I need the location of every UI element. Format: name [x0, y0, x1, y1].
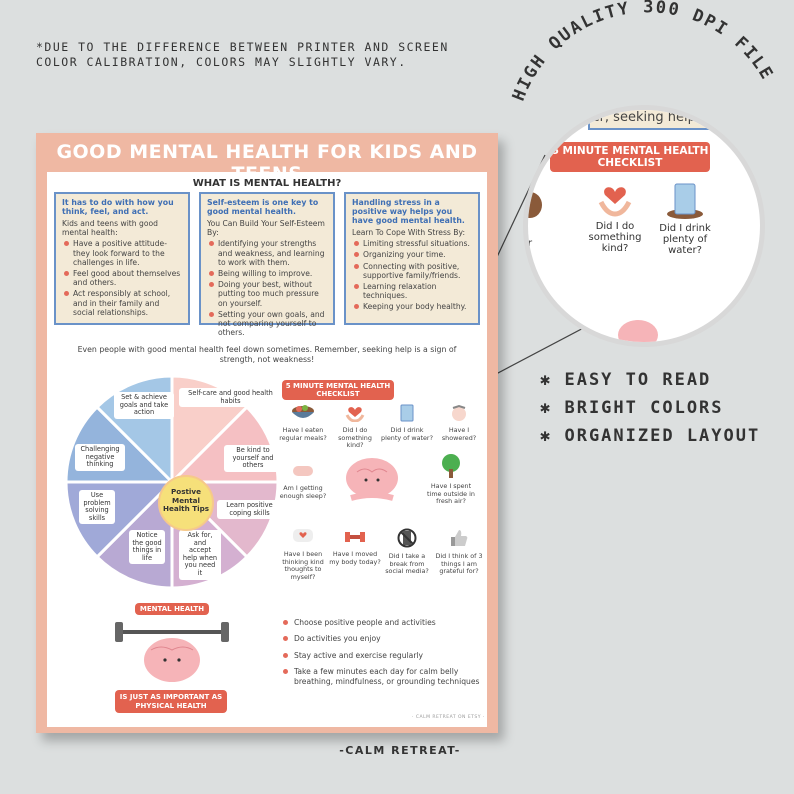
section-heading: WHAT IS MENTAL HEALTH?	[192, 178, 342, 189]
wheel-label: Self-care and good health habits	[179, 388, 282, 408]
disclaimer-line-2: COLOR CALIBRATION, COLORS MAY SLIGHTLY V…	[36, 55, 407, 69]
heart-hands-icon	[345, 407, 365, 423]
wheel-label: Ask for, and accept help when you need i…	[179, 530, 221, 580]
info-box-stress: Handling stress in a positive way helps …	[344, 192, 480, 325]
checklist-title: 5 MINUTE MENTAL HEALTH CHECKLIST	[282, 380, 394, 400]
box-item: Keeping your body healthy.	[354, 302, 472, 311]
meditating-brain-icon	[337, 452, 407, 512]
wheel-label: Set & achieve goals and take action	[114, 392, 174, 419]
tip-item: Stay active and exercise regularly	[283, 651, 483, 660]
wheel-center: Postive Mental Health Tips	[158, 475, 214, 531]
box-item: Feel good about themselves and others.	[64, 269, 181, 288]
wheel-label: Challenging negative thinking	[75, 444, 125, 471]
zoom-checklist-item: Did I drink plenty of water?	[650, 182, 720, 256]
no-phone-icon	[397, 528, 417, 548]
tip-item: Choose positive people and activities	[283, 618, 483, 627]
brand-name: -CALM RETREAT-	[339, 744, 461, 757]
box-item: Connecting with positive, supportive fam…	[354, 262, 472, 280]
tree-icon	[442, 454, 460, 478]
zoom-bowl-icon	[528, 192, 542, 218]
feature-organized-layout: ✱ ORGANIZED LAYOUT	[540, 426, 761, 446]
box-item: Setting your own goals, and not comparin…	[209, 310, 327, 338]
checklist-item: Have I moved my body today?	[329, 528, 381, 566]
box-heading: Handling stress in a positive way helps …	[352, 198, 465, 225]
box-item: Organizing your time.	[354, 250, 472, 259]
zoom-detail-circle: emember, seeking help is a 5 MINUTE MENT…	[523, 105, 765, 347]
checklist-item: Am I getting enough sleep?	[277, 462, 329, 500]
feature-bright-colors: ✱ BRIGHT COLORS	[540, 398, 724, 418]
zoom-checklist-item: Did I do something kind?	[580, 182, 650, 254]
zoom-checklist-title: 5 MINUTE MENTAL HEALTH CHECKLIST	[550, 142, 710, 172]
brain-lifting-icon	[115, 622, 229, 682]
box-item: Limiting stressful situations.	[354, 239, 472, 248]
box-item: Doing your best, without putting too muc…	[209, 280, 327, 308]
box-intro: You Can Build Your Self-Esteem By:	[207, 219, 325, 238]
checklist-text: Am I getting enough sleep?	[279, 484, 327, 500]
info-box-mental-health: It has to do with how you think, feel, a…	[54, 192, 190, 325]
poster-content: WHAT IS MENTAL HEALTH? It has to do with…	[47, 172, 487, 727]
box-item: Learning relaxation techniques.	[354, 282, 472, 300]
sleep-mask-icon	[293, 466, 313, 476]
checklist-item: Have I been thinking kind thoughts to my…	[277, 528, 329, 581]
disclaimer-line-1: *DUE TO THE DIFFERENCE BETWEEN PRINTER A…	[36, 40, 449, 54]
arc-headline: HIGH QUALITY 300 DPI FILE	[509, 0, 775, 104]
box-intro: Kids and teens with good mental health:	[62, 219, 158, 238]
zoom-brain-icon	[618, 320, 658, 342]
checklist-text: Have I showered?	[441, 426, 477, 442]
checklist-text: Have I been thinking kind thoughts to my…	[282, 550, 324, 581]
dumbbell-icon	[345, 532, 365, 542]
box-item: Have a positive attitude- they look forw…	[64, 239, 182, 267]
thumbs-up-icon	[451, 530, 468, 546]
box-heading: Self-esteem is one key to good mental he…	[207, 198, 319, 216]
box-item: Identifying your strengths and weakness,…	[209, 239, 327, 267]
tips-list: Choose positive people and activities Do…	[283, 618, 483, 693]
poster-footer: · CALM RETREAT ON ETSY ·	[412, 715, 485, 720]
checklist-item: Have I showered?	[433, 404, 485, 442]
box-item: Act responsibly at school, and in their …	[64, 289, 182, 317]
poster: GOOD MENTAL HEALTH FOR KIDS AND TEENS WH…	[36, 133, 498, 733]
help-note: Even people with good mental health feel…	[77, 345, 457, 364]
wheel-label: Be kind to yourself and others	[224, 445, 282, 472]
box-heading: It has to do with how you think, feel, a…	[62, 198, 174, 216]
checklist-item: Did I drink plenty of water?	[381, 404, 433, 442]
checklist-text: Have I eaten regular meals?	[279, 426, 327, 442]
checklist-grid: Have I eaten regular meals? Did I do som…	[277, 404, 487, 604]
zoom-checklist-text: Did I do something kind?	[588, 221, 642, 254]
checklist-item: Did I take a break from social media?	[381, 528, 433, 576]
zoom-partial-text: r	[528, 238, 533, 249]
checklist-text: Have I spent time outside in fresh air?	[427, 482, 475, 506]
box-intro: Learn To Cope With Stress By:	[352, 228, 466, 237]
tip-item: Do activities you enjoy	[283, 634, 483, 643]
checklist-item: Have I spent time outside in fresh air?	[425, 454, 477, 506]
water-glass-icon	[400, 404, 414, 422]
info-box-self-esteem: Self-esteem is one key to good mental he…	[199, 192, 335, 337]
tips-wheel: Self-care and good health habits Be kind…	[62, 372, 282, 592]
mental-health-label: MENTAL HEALTH	[135, 603, 209, 615]
wheel-label: Learn positive coping skills	[217, 500, 282, 520]
checklist-text: Did I think of 3 things I am grateful fo…	[435, 552, 483, 576]
checklist-item: Did I do something kind?	[329, 404, 381, 450]
water-glass-icon	[667, 183, 703, 219]
color-disclaimer: *DUE TO THE DIFFERENCE BETWEEN PRINTER A…	[36, 40, 449, 70]
wheel-label: Use problem solving skills	[79, 490, 115, 525]
tip-item: Take a few minutes each day for calm bel…	[283, 667, 483, 686]
wheel-label: Notice the good things in life	[129, 530, 165, 565]
checklist-text: Did I drink plenty of water?	[381, 426, 433, 442]
checklist-text: Did I do something kind?	[338, 426, 372, 450]
zoom-note-text: emember, seeking help is a	[542, 110, 723, 125]
mental-health-subtitle: IS JUST AS IMPORTANT AS PHYSICAL HEALTH	[115, 690, 227, 713]
checklist-item: Did I think of 3 things I am grateful fo…	[433, 528, 485, 576]
heart-hands-icon	[598, 187, 632, 217]
feature-easy-to-read: ✱ EASY TO READ	[540, 370, 712, 390]
checklist-text: Have I moved my body today?	[329, 550, 381, 566]
box-item: Being willing to improve.	[209, 269, 327, 278]
zoom-checklist-text: Did I drink plenty of water?	[659, 223, 711, 256]
checklist-text: Did I take a break from social media?	[385, 552, 429, 576]
shower-icon	[452, 404, 466, 421]
food-bowl-icon	[292, 405, 314, 418]
checklist-item: Have I eaten regular meals?	[277, 404, 329, 442]
speech-bubble-heart-icon	[293, 529, 313, 542]
